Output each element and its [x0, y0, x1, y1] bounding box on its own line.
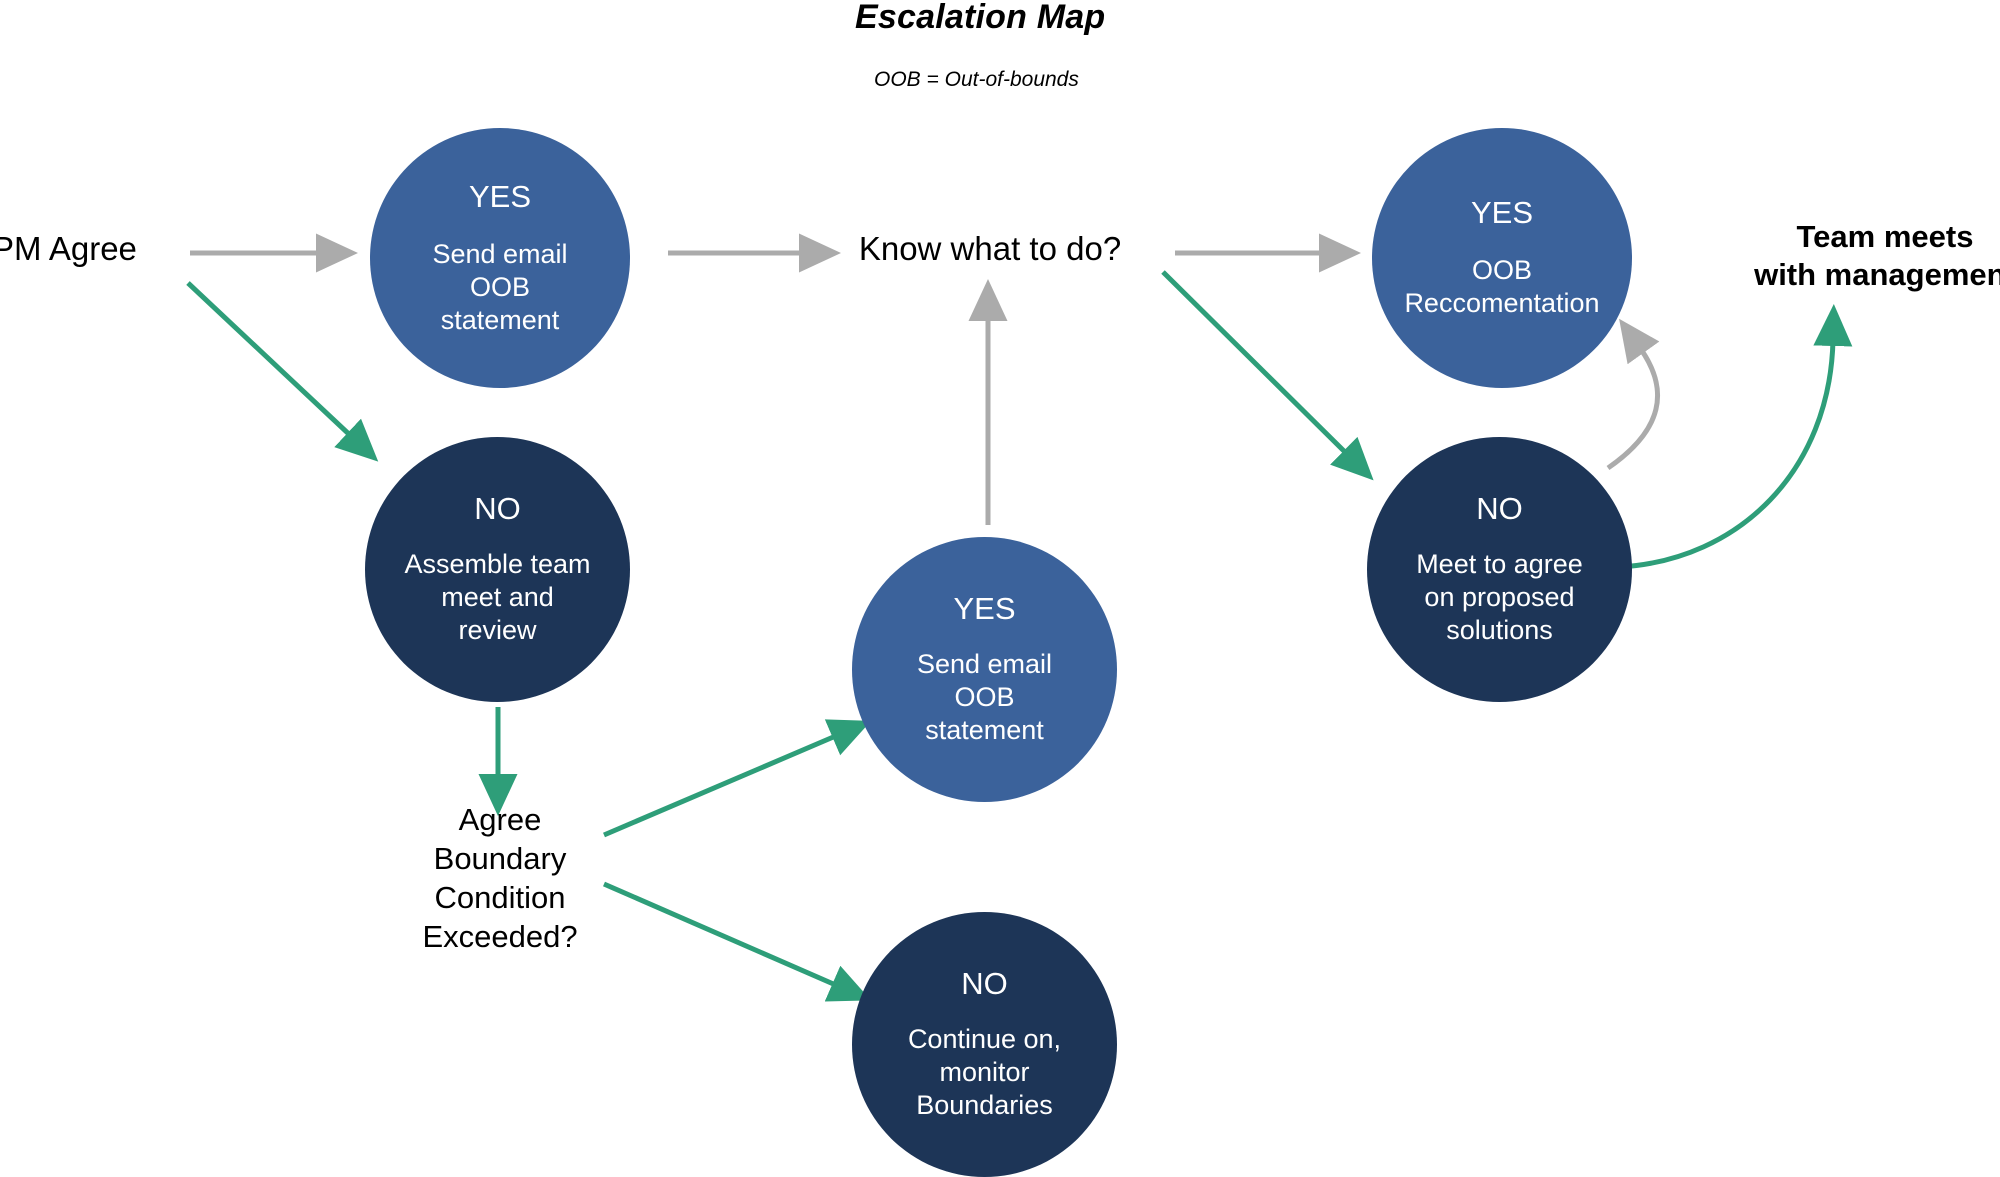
page-title: Escalation Map — [855, 0, 1106, 36]
node-head-no: NO — [474, 491, 521, 527]
node-agree-boundary-condition-exceeded[interactable]: Agree Boundary Condition Exceeded? — [422, 802, 578, 955]
edge-know-to-no-meet — [1161, 270, 1374, 481]
edge-no-meet-to-team — [1619, 304, 1853, 570]
node-head-no: NO — [961, 966, 1008, 1002]
edge-pm-to-no-assemble — [186, 281, 379, 462]
edge-no-meet-to-yes-oob — [1606, 318, 1661, 471]
node-team-meets-with-management[interactable]: Team meets with management — [1754, 219, 2000, 292]
node-head-yes: YES — [1470, 195, 1534, 231]
node-body: Send email OOB statement — [432, 238, 568, 335]
node-pm-agree[interactable]: PM Agree — [0, 230, 137, 267]
node-body: Meet to agree on proposed solutions — [1416, 549, 1583, 646]
node-know-what-to-do[interactable]: Know what to do? — [858, 230, 1122, 267]
node-head-no: NO — [1476, 491, 1523, 527]
edge-boundary-to-no-cont — [603, 881, 872, 1002]
page-subtitle-legend: OOB = Out-of-bounds — [874, 68, 1079, 91]
node-yes-oob-reccomentation[interactable]: YES OOB Reccomentation — [1372, 128, 1632, 388]
node-body: Send email OOB statement — [916, 649, 1053, 746]
node-no-assemble-team-meet-and-review[interactable]: NO Assemble team meet and review — [365, 437, 630, 702]
node-yes-send-email-oob-statement-1[interactable]: YES Send email OOB statement — [370, 128, 630, 388]
edge-boundary-to-yes2 — [603, 719, 872, 838]
node-no-meet-to-agree-on-proposed-solutions[interactable]: NO Meet to agree on proposed solutions — [1367, 437, 1632, 702]
node-no-continue-on-monitor-boundaries[interactable]: NO Continue on, monitor Boundaries — [852, 912, 1117, 1177]
node-body: Assemble team meet and review — [404, 549, 591, 646]
node-head-yes: YES — [468, 178, 532, 214]
node-body: OOB Reccomentation — [1404, 255, 1600, 319]
node-head-yes: YES — [953, 591, 1016, 627]
node-yes-send-email-oob-statement-2[interactable]: YES Send email OOB statement — [852, 537, 1117, 802]
node-body: Continue on, monitor Boundaries — [907, 1024, 1062, 1121]
